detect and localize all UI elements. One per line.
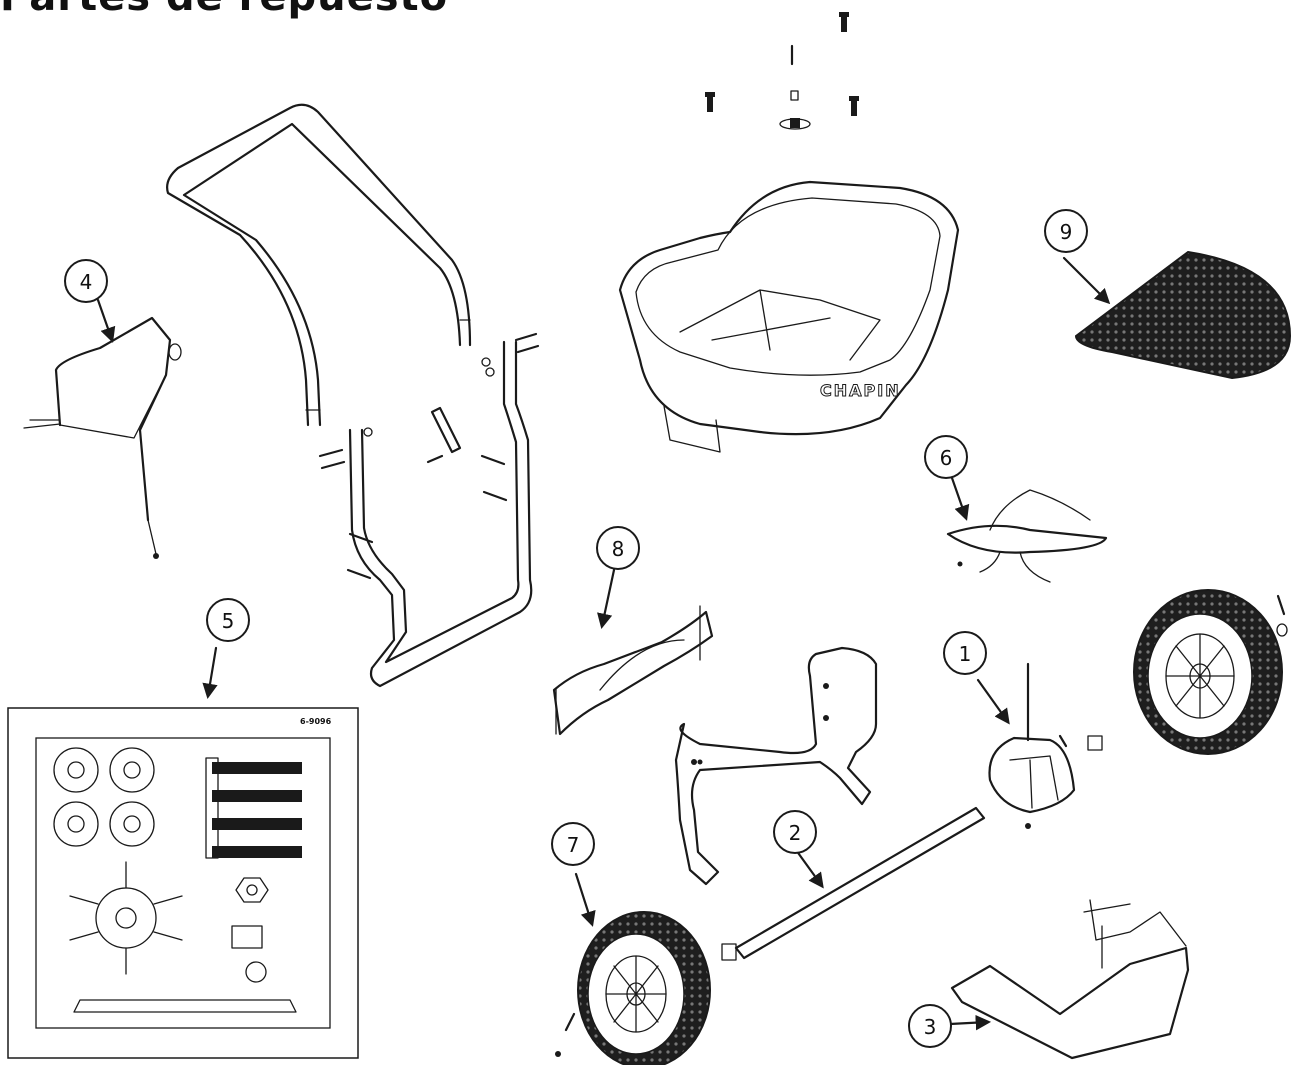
part-4-deflector	[23, 316, 182, 559]
callout-circle	[908, 1004, 952, 1048]
callout-label: 3	[924, 1015, 937, 1039]
part-3-base	[950, 899, 1190, 1060]
kit-bolts	[205, 757, 302, 859]
callout-2: 2	[773, 810, 817, 854]
hopper-brand: CHAPIN	[820, 381, 901, 400]
callout-7: 7	[551, 822, 595, 866]
part-5-kit: 6-9096	[7, 707, 359, 1059]
callout-label: 2	[789, 821, 802, 845]
callout-label: 9	[1060, 220, 1073, 244]
callout-label: 6	[940, 446, 953, 470]
part-2-axle	[721, 806, 986, 961]
callouts: 1 2 3 4 5 6 7 8 9	[64, 209, 1088, 1048]
kit-washer	[245, 961, 267, 983]
callout-8: 8	[596, 526, 640, 570]
part-9-cover	[1074, 250, 1292, 380]
lower-frame	[348, 340, 533, 688]
callout-circle	[924, 435, 968, 479]
callout-label: 5	[222, 609, 235, 633]
upper-handle	[166, 103, 472, 427]
callout-circle	[596, 526, 640, 570]
callout-circle	[551, 822, 595, 866]
hopper-hardware	[705, 12, 859, 130]
part-1-gearbox	[988, 662, 1103, 829]
callout-label: 8	[612, 537, 625, 561]
wheel-right	[1133, 589, 1288, 755]
kit-bushing	[231, 925, 263, 949]
wheel-left	[555, 911, 711, 1065]
callout-9: 9	[1044, 209, 1088, 253]
part-8-agitator	[552, 605, 714, 736]
callout-label: 7	[567, 833, 580, 857]
callout-label: 4	[80, 270, 93, 294]
axle-frame	[674, 646, 878, 886]
callout-circle	[64, 259, 108, 303]
callout-1: 1	[943, 631, 987, 675]
callout-5: 5	[206, 598, 250, 642]
callout-3: 3	[908, 1004, 952, 1048]
frame-bolts	[318, 332, 540, 580]
kit-nut	[235, 877, 269, 903]
kit-blade	[73, 999, 297, 1013]
kit-star-spinner	[69, 861, 183, 975]
part-6-spinner	[946, 489, 1108, 583]
callout-4: 4	[64, 259, 108, 303]
kit-code: 6-9096	[300, 717, 332, 726]
callout-circle	[1044, 209, 1088, 253]
callout-circle	[943, 631, 987, 675]
kit-hubs	[53, 747, 155, 847]
callout-circle	[206, 598, 250, 642]
page-title: Partes de repuesto	[0, 0, 448, 20]
hopper: CHAPIN	[618, 180, 960, 453]
callout-label: 1	[959, 642, 972, 666]
callout-6: 6	[924, 435, 968, 479]
callout-circle	[773, 810, 817, 854]
